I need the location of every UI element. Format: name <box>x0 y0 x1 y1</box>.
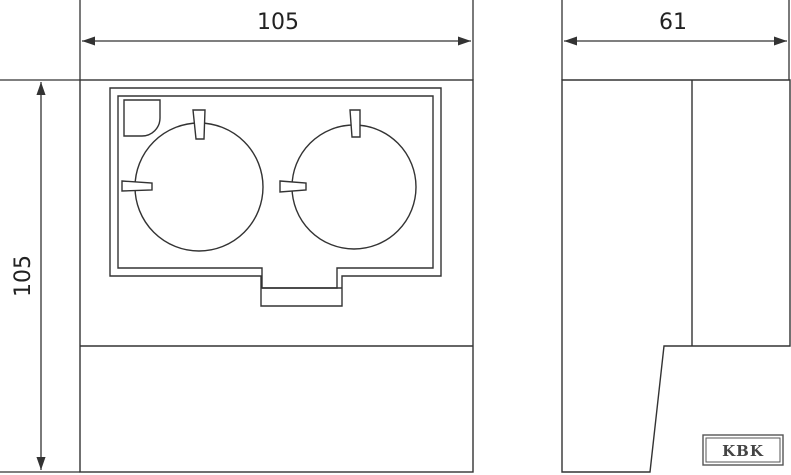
front-view <box>79 79 474 473</box>
right-socket-side-pin <box>279 180 307 193</box>
window-frame-inner <box>117 95 434 289</box>
logo-border-inner <box>705 437 781 463</box>
front-enclosure-outline <box>79 79 474 473</box>
left-socket-top-pin <box>192 109 206 140</box>
left-socket-side-pin <box>121 180 153 192</box>
front-width-dimension <box>79 0 474 80</box>
window-frame-outer <box>109 87 442 307</box>
side-view <box>561 79 791 473</box>
side-enclosure-outline <box>561 79 791 473</box>
side-depth-label: 61 <box>659 10 687 35</box>
logo-border-outer <box>702 434 784 466</box>
side-depth-dimension <box>561 0 790 80</box>
left-socket-circle <box>134 122 264 252</box>
right-socket-circle <box>291 124 417 250</box>
right-socket <box>279 109 417 250</box>
front-height-label: 105 <box>11 255 36 297</box>
brand-logo: KBK <box>702 434 784 466</box>
left-socket <box>121 109 264 252</box>
front-height-dimension <box>0 79 80 473</box>
right-socket-top-pin <box>349 109 361 138</box>
logo-text: KBK <box>722 442 764 460</box>
front-width-label: 105 <box>257 10 299 35</box>
corner-notch <box>123 99 161 137</box>
